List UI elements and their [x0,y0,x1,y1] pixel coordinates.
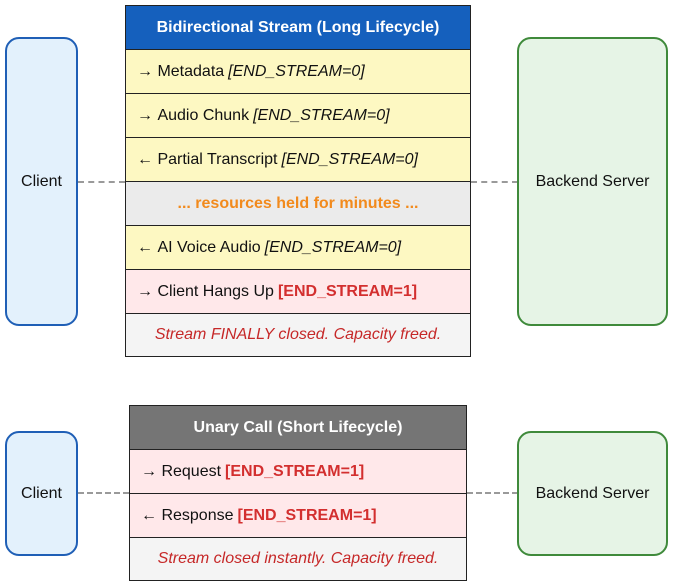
frame-label: Partial Transcript [157,150,278,168]
client-label: Client [21,484,62,502]
frame-audio-chunk: → Audio Chunk[END_STREAM=0] [126,94,470,138]
arrow-right-icon: → [137,62,153,80]
frame-request: → Request[END_STREAM=1] [130,450,466,494]
end-stream-flag: [END_STREAM=0] [253,106,390,124]
arrow-left-icon: ← [141,506,157,524]
bidi-server-box: Backend Server [517,37,668,326]
frame-label: Request [161,462,222,480]
server-label: Backend Server [535,484,650,502]
end-stream-flag: [END_STREAM=1] [277,282,418,300]
bidi-stream-panel: Bidirectional Stream (Long Lifecycle) → … [125,5,471,357]
arrow-right-icon: → [137,282,153,300]
bidi-footer-row: Stream FINALLY closed. Capacity freed. [126,314,470,356]
bidi-client-connector [78,181,125,183]
end-stream-flag: [END_STREAM=0] [281,150,418,168]
frame-partial-transcript: ← Partial Transcript[END_STREAM=0] [126,138,470,182]
end-stream-flag: [END_STREAM=1] [225,462,365,480]
client-label: Client [21,172,62,190]
frame-metadata: → Metadata[END_STREAM=0] [126,50,470,94]
arrow-right-icon: → [137,106,153,124]
unary-client-box: Client [5,431,78,556]
frame-label: AI Voice Audio [157,238,261,256]
unary-footer-text: Stream closed instantly. Capacity freed. [157,550,439,567]
unary-call-title: Unary Call (Short Lifecycle) [130,406,466,450]
arrow-right-icon: → [141,462,157,480]
bidi-stream-title: Bidirectional Stream (Long Lifecycle) [126,6,470,50]
frame-label: Response [161,506,234,524]
arrow-left-icon: ← [137,238,153,256]
bidi-server-connector [471,181,518,183]
unary-server-box: Backend Server [517,431,668,556]
end-stream-flag: [END_STREAM=0] [264,238,402,256]
unary-client-connector [78,492,129,494]
unary-server-connector [467,492,518,494]
frame-label: Metadata [157,62,225,80]
unary-call-panel: Unary Call (Short Lifecycle) → Request[E… [129,405,467,581]
frame-label: Client Hangs Up [157,282,274,300]
frame-label: Audio Chunk [157,106,250,124]
hold-note-row: ... resources held for minutes ... [126,182,470,226]
bidi-client-box: Client [5,37,78,326]
frame-ai-voice-audio: ← AI Voice Audio[END_STREAM=0] [126,226,470,270]
frame-response: ← Response[END_STREAM=1] [130,494,466,538]
server-label: Backend Server [535,172,650,190]
unary-footer-row: Stream closed instantly. Capacity freed. [130,538,466,580]
arrow-left-icon: ← [137,150,153,168]
bidi-footer-text: Stream FINALLY closed. Capacity freed. [154,326,442,343]
hold-note: ... resources held for minutes ... [177,194,419,212]
end-stream-flag: [END_STREAM=1] [237,506,377,524]
end-stream-flag: [END_STREAM=0] [228,62,365,80]
frame-client-hangs-up: → Client Hangs Up[END_STREAM=1] [126,270,470,314]
